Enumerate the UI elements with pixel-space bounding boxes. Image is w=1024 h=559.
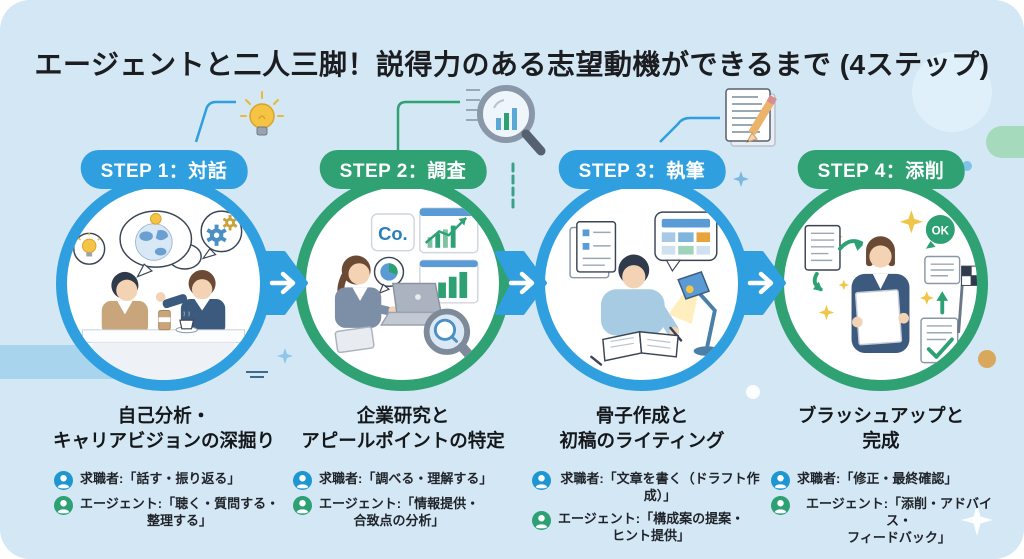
review-doc-icon: [920, 255, 961, 364]
line-chart-card-icon: [419, 207, 479, 254]
magnifier-icon: [423, 308, 483, 370]
agent-bullet: エージェント:「構成案の提案・ ヒント提供」: [532, 510, 762, 545]
person-icon: [54, 496, 73, 515]
seeker-bullet: 求職者:「話す・振り返る」: [54, 471, 279, 490]
seeker-bullet: 求職者:「文章を書く（ドラフト作成）」: [532, 471, 762, 505]
step-4-column: STEP 4：添削: [761, 0, 1001, 559]
ok-badge-icon: OK: [925, 214, 955, 249]
agent-bullet: エージェント:「添削・アドバイス・ フィードバック」: [771, 496, 1001, 547]
table-front: [92, 342, 235, 380]
arrow-right-icon: [734, 251, 786, 315]
step-1-column: STEP 1：対話: [44, 0, 284, 559]
svg-text:OK: OK: [932, 225, 950, 237]
person-icon: [771, 496, 790, 515]
person-icon: [532, 510, 551, 530]
step-2-illustration-research: Co.: [334, 207, 483, 370]
arrow-right-icon: [495, 251, 547, 315]
step-2-circle: Co.: [295, 176, 510, 391]
person-icon: [293, 496, 312, 515]
agent-reviewer-figure: [851, 236, 910, 353]
arrow-right-icon: [256, 251, 308, 315]
step-1-badge: STEP 1：対話: [80, 150, 248, 189]
step-3-circle: [534, 176, 749, 391]
idea-bubble-icon: [73, 232, 106, 265]
svg-text:Co.: Co.: [378, 223, 408, 244]
documents-icon: [569, 221, 617, 279]
step-1-heading: 自己分析・ キャリアビジョンの深掘り: [52, 405, 275, 451]
page-title: エージェントと二人三脚！説得力のある志望動機ができるまで (4ステップ): [34, 48, 990, 80]
step-2-badge: STEP 2：調査: [319, 150, 487, 189]
agent-bullet: エージェント:「聴く・質問する・ 整理する」: [54, 496, 279, 530]
writer-figure: [600, 254, 683, 342]
step-1-illustration-dialogue: [73, 210, 246, 380]
job-seeker-figure: [101, 271, 149, 336]
company-card-icon: Co.: [370, 213, 415, 252]
pie-chart-bubble-icon: [373, 256, 405, 295]
step-4-badge: STEP 4：添削: [797, 150, 965, 189]
step-3-column: STEP 3：執筆: [522, 0, 762, 559]
step-1-circle: [56, 176, 271, 391]
step-2-bullets: 求職者:「調べる・理解する」 エージェント:「情報提供・ 合致点の分析」: [293, 471, 492, 530]
person-icon: [771, 471, 790, 490]
step-3-heading: 骨子作成と 初稿のライティング: [559, 405, 725, 451]
step-2-column: STEP 2：調査 Co.: [283, 0, 523, 559]
globe-speech-bubble-icon: [119, 210, 193, 278]
seeker-bullet: 求職者:「修正・最終確認」: [771, 471, 1001, 490]
agent-bullet: エージェント:「情報提供・ 合致点の分析」: [293, 496, 492, 530]
table: [81, 329, 246, 343]
person-icon: [532, 471, 551, 490]
step-3-illustration-writing: [569, 211, 721, 366]
step-2-heading: 企業研究と アピールポイントの特定: [301, 405, 505, 451]
step-4-circle: OK: [773, 176, 988, 391]
checkered-flag-icon: [957, 265, 977, 334]
notepad: [334, 326, 375, 354]
desk-lamp-icon: [668, 271, 721, 356]
seeker-bullet: 求職者:「調べる・理解する」: [293, 471, 492, 490]
coffee-cups: [158, 310, 198, 334]
step-4-heading: ブラッシュアップと 完成: [797, 405, 965, 451]
step-4-bullets: 求職者:「修正・最終確認」 エージェント:「添削・アドバイス・ フィードバック」: [771, 471, 1001, 547]
person-icon: [54, 471, 73, 490]
step-3-badge: STEP 3：執筆: [558, 150, 726, 189]
step-4-illustration-review: OK: [804, 210, 977, 364]
wireframe-bubble-icon: [654, 211, 718, 273]
step-1-bullets: 求職者:「話す・振り返る」 エージェント:「聴く・質問する・ 整理する」: [54, 471, 279, 530]
notebook-icon: [590, 330, 679, 366]
gears-bubble-icon: [200, 210, 243, 260]
researcher-figure: [334, 255, 398, 328]
person-icon: [293, 471, 312, 490]
step-3-bullets: 求職者:「文章を書く（ドラフト作成）」 エージェント:「構成案の提案・ ヒント提…: [532, 471, 762, 545]
draft-doc-icon: [804, 224, 864, 292]
